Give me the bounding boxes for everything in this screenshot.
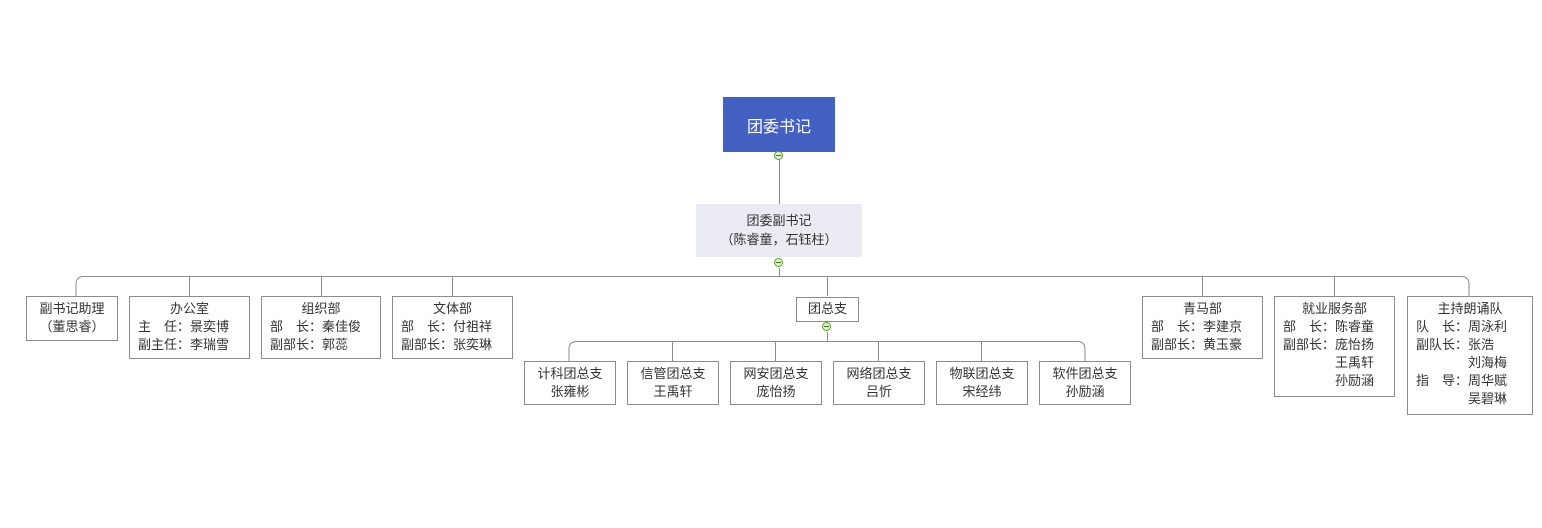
collapse-toggle-icon[interactable]	[774, 258, 783, 267]
sub-branch-title: 物联团总支	[949, 367, 1015, 382]
dept-line: 副部长：郭蕊	[270, 338, 349, 353]
dept-node-youth[interactable]: 青马部 部 长：李建京 副部长：黄玉豪	[1142, 296, 1263, 359]
dept-title: 文体部	[432, 302, 472, 317]
deputy-title: 团委副书记	[746, 213, 812, 229]
deputy-names: （陈睿童，石钰柱）	[720, 232, 838, 248]
dept-line: 部 长：陈睿童	[1283, 320, 1375, 335]
root-node-secretary[interactable]: 团委书记	[723, 97, 835, 152]
dept-line: 吴碧琳	[1416, 392, 1508, 407]
sub-branch-node[interactable]: 计科团总支 张雍彬	[524, 361, 616, 405]
dept-line: 副部长：张奕琳	[401, 338, 493, 353]
sub-branch-node[interactable]: 信管团总支 王禹轩	[627, 361, 719, 405]
sub-branch-leader: 王禹轩	[653, 385, 693, 400]
sub-branch-title: 网络团总支	[846, 367, 912, 382]
sub-branch-node[interactable]: 物联团总支 宋经纬	[936, 361, 1028, 405]
connector-sub-branch-bus	[568, 341, 1086, 361]
dept-node-culture[interactable]: 文体部 部 长：付祖祥 副部长：张奕琳	[392, 296, 513, 359]
dept-node-assistant[interactable]: 副书记助理 （董思睿）	[26, 296, 118, 341]
sub-branch-node[interactable]: 网络团总支 吕忻	[833, 361, 925, 405]
dept-node-office[interactable]: 办公室 主 任：景奕博 副主任：李瑞雪	[129, 296, 250, 359]
dept-title: 副书记助理	[39, 302, 105, 317]
connector-departments-bus	[75, 276, 1470, 296]
dept-line: 部 长：李建京	[1151, 320, 1243, 335]
dept-line: 副部长：黄玉豪	[1151, 338, 1243, 353]
dept-node-employment[interactable]: 就业服务部 部 长：陈睿童 副部长：庞怡扬 王禹轩 孙励涵	[1274, 296, 1395, 397]
dept-node-organization[interactable]: 组织部 部 长：秦佳俊 副部长：郭蕊	[261, 296, 381, 359]
dept-line: 王禹轩	[1283, 356, 1375, 371]
sub-branch-node[interactable]: 网安团总支 庞怡扬	[730, 361, 822, 405]
dept-line: 指 导：周华赋	[1416, 374, 1508, 389]
dept-title: 就业服务部	[1301, 302, 1367, 317]
dept-line: 部 长：秦佳俊	[270, 320, 362, 335]
collapse-toggle-icon[interactable]	[822, 322, 831, 331]
sub-branch-node[interactable]: 软件团总支 孙励涵	[1039, 361, 1131, 405]
sub-branch-leader: 吕忻	[865, 385, 892, 400]
dept-line: 副主任：李瑞雪	[138, 338, 230, 353]
dept-title: 青马部	[1182, 302, 1222, 317]
dept-line: 刘海梅	[1416, 356, 1508, 371]
sub-branch-title: 信管团总支	[640, 367, 706, 382]
dept-line: （董思睿）	[39, 320, 105, 335]
dept-line: 部 长：付祖祥	[401, 320, 493, 335]
dept-title: 办公室	[169, 302, 209, 317]
sub-branch-title: 计科团总支	[537, 367, 603, 382]
sub-branch-leader: 庞怡扬	[756, 385, 796, 400]
dept-title: 主持朗诵队	[1437, 302, 1503, 317]
sub-branch-title: 网安团总支	[743, 367, 809, 382]
collapse-toggle-icon[interactable]	[774, 151, 783, 160]
sub-branch-title: 软件团总支	[1052, 367, 1118, 382]
root-node-label: 团委书记	[746, 116, 811, 136]
dept-line: 副部长：庞怡扬	[1283, 338, 1375, 353]
sub-branch-leader: 孙励涵	[1065, 385, 1105, 400]
branch-node[interactable]: 团总支	[796, 297, 859, 322]
sub-branch-leader: 宋经纬	[962, 385, 1002, 400]
deputy-secretary-node[interactable]: 团委副书记 （陈睿童，石钰柱）	[696, 204, 862, 257]
sub-branch-leader: 张雍彬	[550, 385, 590, 400]
dept-line: 副队长：张浩	[1416, 338, 1495, 353]
dept-line: 孙励涵	[1283, 374, 1375, 389]
dept-title: 组织部	[301, 302, 341, 317]
dept-line: 队 长：周泳利	[1416, 320, 1508, 335]
branch-title: 团总支	[807, 302, 847, 317]
dept-line: 主 任：景奕博	[138, 320, 230, 335]
dept-node-host[interactable]: 主持朗诵队 队 长：周泳利 副队长：张浩 刘海梅 指 导：周华赋 吴碧琳	[1407, 296, 1533, 415]
